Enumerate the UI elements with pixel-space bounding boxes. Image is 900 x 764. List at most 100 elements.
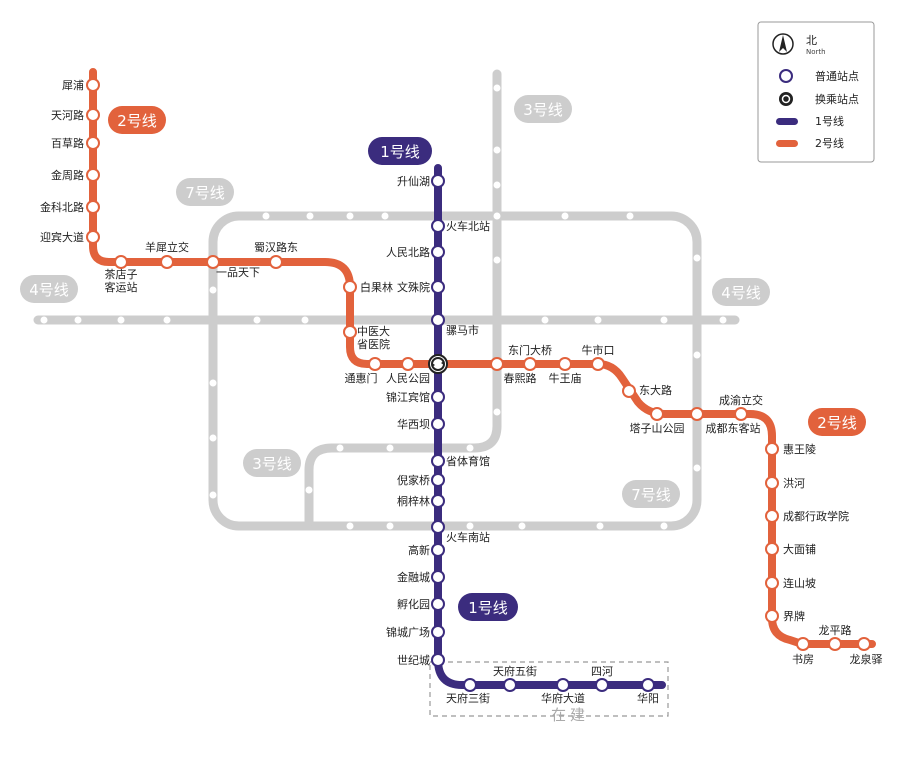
station-labels: 犀浦 天河路 百草路 金周路 金科北路 迎宾大道 茶店子 客运站 羊犀立交 一品…	[40, 79, 883, 705]
station-yangxilijiao[interactable]	[160, 255, 174, 269]
label-text: 3号线	[252, 455, 292, 473]
transfer-station-icon	[779, 92, 793, 106]
badge-line1-bottom[interactable]: 1号线	[458, 593, 518, 621]
station-longquanyi[interactable]	[857, 637, 871, 651]
label-xingzheng: 成都行政学院	[783, 509, 849, 523]
station-jinchengguangchang[interactable]	[431, 625, 445, 639]
station-taziishan[interactable]	[650, 407, 664, 421]
station-huayang[interactable]	[641, 678, 655, 692]
label-text: 1号线	[468, 599, 508, 617]
station-tianfuwujie[interactable]	[503, 678, 517, 692]
station-niushikou[interactable]	[591, 357, 605, 371]
station-jinrongcheng[interactable]	[431, 570, 445, 584]
station-yingbindadao[interactable]	[86, 230, 100, 244]
label-wenshuyuan: 文殊院	[397, 280, 430, 294]
legend-north-en: North	[806, 48, 826, 56]
label-niuwangmiao: 牛王庙	[549, 371, 582, 385]
station-jiepai[interactable]	[765, 609, 779, 623]
label-dongdalu: 东大路	[639, 383, 672, 397]
label-gaoxin: 高新	[408, 543, 430, 557]
badge-line2-right[interactable]: 2号线	[808, 408, 866, 436]
transfer-station-tianfu-square[interactable]	[428, 354, 448, 374]
label-shuhanludong: 蜀汉路东	[254, 241, 298, 254]
badge-line7-top[interactable]: 7号线	[176, 178, 234, 206]
label-text: 4号线	[721, 284, 761, 302]
station-renminbeilu[interactable]	[431, 245, 445, 259]
station-zhongyida[interactable]	[343, 325, 357, 339]
station-yipintianxia[interactable]	[206, 255, 220, 269]
badge-line4-left[interactable]: 4号线	[20, 275, 78, 303]
station-chengyulijiao[interactable]	[734, 407, 748, 421]
station-shufang[interactable]	[796, 637, 810, 651]
station-shijicheng[interactable]	[431, 653, 445, 667]
station-baiguolin[interactable]	[343, 280, 357, 294]
station-chunxilu[interactable]	[490, 357, 504, 371]
station-shengtiyuguan[interactable]	[431, 454, 445, 468]
station-jinkebeilu[interactable]	[86, 200, 100, 214]
station-jinzhoulu[interactable]	[86, 168, 100, 182]
station-xipu[interactable]	[86, 78, 100, 92]
line7-route	[208, 211, 702, 531]
station-gaoxin[interactable]	[431, 543, 445, 557]
label-dongmendaqiao: 东门大桥	[508, 343, 552, 357]
station-honghe[interactable]	[765, 476, 779, 490]
badge-line4-right[interactable]: 4号线	[712, 278, 770, 306]
station-jinjiangbinguan[interactable]	[431, 390, 445, 404]
line1-stations	[431, 174, 655, 692]
label-text: 1号线	[380, 143, 420, 161]
label-text: 2号线	[117, 112, 157, 130]
legend-box	[757, 21, 875, 163]
station-longpinglu[interactable]	[828, 637, 842, 651]
station-fuhuayuan[interactable]	[431, 597, 445, 611]
station-huaxiba[interactable]	[431, 417, 445, 431]
station-tongzilin[interactable]	[431, 494, 445, 508]
line-badges: 1号线 1号线 2号线 2号线 3号线 3号线 4号线 4号线	[20, 95, 866, 621]
badge-line3-top[interactable]: 3号线	[514, 95, 572, 123]
station-chengdudong[interactable]	[690, 407, 704, 421]
station-tonghuimen[interactable]	[368, 357, 382, 371]
station-huochenanzhan[interactable]	[431, 520, 445, 534]
label-huaxiba: 华西坝	[397, 417, 430, 431]
station-sihe[interactable]	[595, 678, 609, 692]
station-nijiaqiao[interactable]	[431, 473, 445, 487]
label-jinjiangbinguan: 锦江宾馆	[386, 390, 430, 404]
badge-line1-top[interactable]: 1号线	[368, 137, 432, 165]
station-dongmendaqiao[interactable]	[523, 357, 537, 371]
station-dongdalu[interactable]	[622, 384, 636, 398]
label-niushikou: 牛市口	[582, 343, 615, 357]
station-baicaolu[interactable]	[86, 136, 100, 150]
label-fuhuayuan: 孵化园	[397, 597, 430, 611]
label-honghe: 洪河	[783, 476, 805, 490]
label-huiwangling: 惠王陵	[783, 442, 816, 456]
label-jinchengguangchang: 锦城广场	[386, 625, 430, 639]
label-jiepai: 界牌	[783, 609, 805, 623]
label-shengxianhu: 升仙湖	[397, 175, 430, 188]
station-niuwangmiao[interactable]	[558, 357, 572, 371]
label-sihe: 四河	[591, 665, 613, 678]
station-tianfusanjie[interactable]	[463, 678, 477, 692]
label-shijicheng: 世纪城	[397, 654, 430, 667]
badge-line2-top[interactable]: 2号线	[108, 106, 166, 134]
label-longquanyi: 龙泉驿	[850, 652, 883, 666]
badge-line3-bottom[interactable]: 3号线	[243, 449, 301, 477]
station-shengxianhu[interactable]	[431, 174, 445, 188]
station-huiwangling[interactable]	[765, 442, 779, 456]
station-wenshuyuan[interactable]	[431, 280, 445, 294]
label-zhongyida-1: 中医大	[357, 324, 390, 338]
station-luomashi[interactable]	[431, 313, 445, 327]
station-chadianzi[interactable]	[114, 255, 128, 269]
gray-station-dots	[40, 84, 727, 530]
station-huafudadao[interactable]	[556, 678, 570, 692]
badge-line7-bottom[interactable]: 7号线	[622, 480, 680, 508]
station-shuhanludong[interactable]	[269, 255, 283, 269]
label-text: 3号线	[523, 101, 563, 119]
station-renmingongyuan[interactable]	[401, 357, 415, 371]
station-lianshanpo[interactable]	[765, 576, 779, 590]
label-text: 4号线	[29, 281, 69, 299]
station-huochebeizhan[interactable]	[431, 219, 445, 233]
station-damianpu[interactable]	[765, 542, 779, 556]
label-huafudadao: 华府大道	[541, 691, 585, 705]
line3-route	[304, 69, 502, 527]
station-tianhelu[interactable]	[86, 108, 100, 122]
station-xingzheng[interactable]	[765, 509, 779, 523]
